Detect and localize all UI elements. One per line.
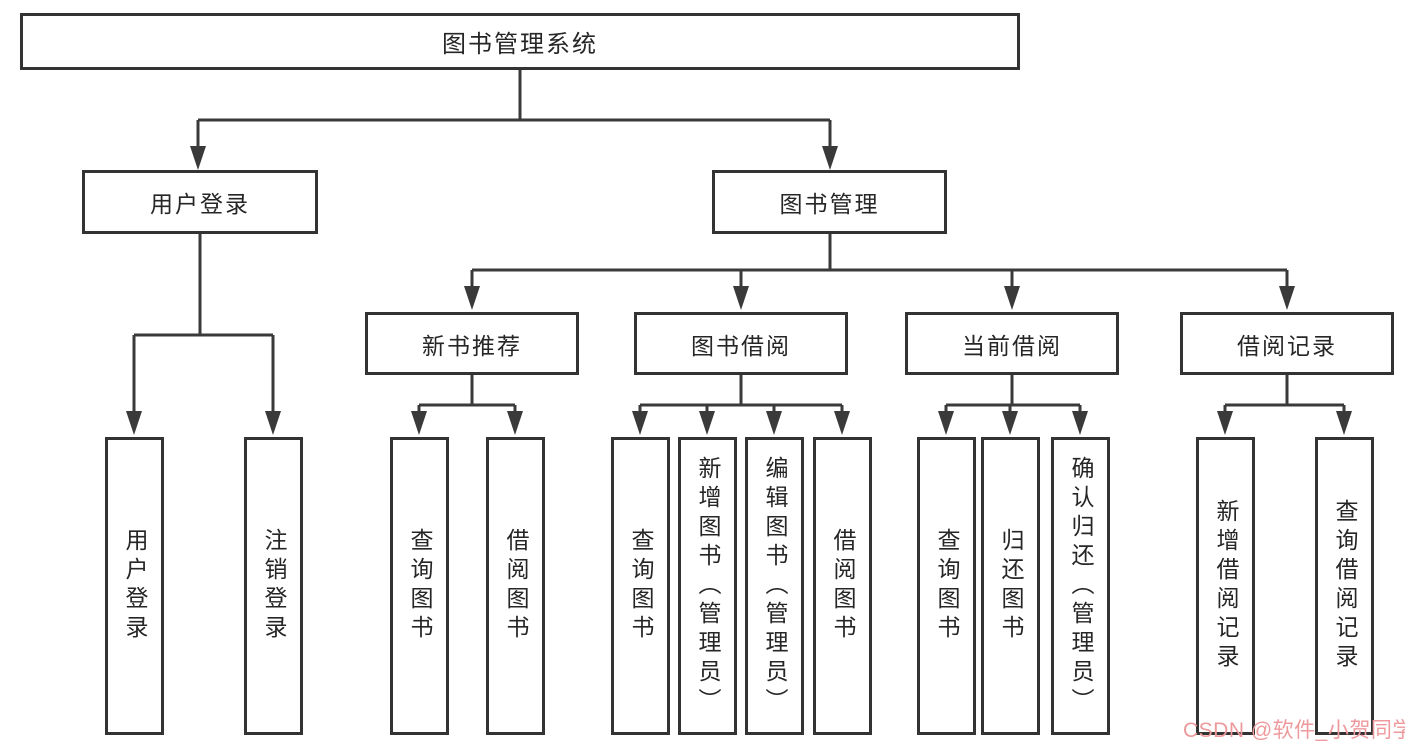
csdn-watermark: CSDN @软件_小贺同学 xyxy=(1183,719,1405,742)
connector-new-book-subtree xyxy=(411,375,523,435)
node-current-borrow-label: 当前借阅 xyxy=(962,332,1062,359)
node-book-management: 图书管理 xyxy=(712,170,947,234)
connector-user-login-subtree xyxy=(126,234,281,435)
leaf-logout: 注销登录 xyxy=(244,437,303,735)
leaf-user-login-label: 用户登录 xyxy=(122,528,148,644)
leaf-bb-query-books: 查询图书 xyxy=(611,437,670,735)
connector-book-management-to-level3 xyxy=(464,234,1295,310)
connector-current-borrow-subtree xyxy=(938,375,1088,435)
node-root-label: 图书管理系统 xyxy=(442,31,598,58)
leaf-bb-borrow-books: 借阅图书 xyxy=(813,437,872,735)
connector-root-to-level2 xyxy=(190,70,838,170)
leaf-bb-edit-book-admin: 编辑图书（管理员） xyxy=(745,437,804,735)
connector-book-borrow-subtree xyxy=(632,375,850,435)
leaf-br-add-record: 新增借阅记录 xyxy=(1196,437,1255,735)
leaf-cb-return-books: 归还图书 xyxy=(981,437,1040,735)
connector-borrow-records-subtree xyxy=(1217,375,1352,435)
leaf-nb-query-books-label: 查询图书 xyxy=(407,528,433,644)
leaf-nb-borrow-books-label: 借阅图书 xyxy=(503,528,529,644)
node-borrow-records: 借阅记录 xyxy=(1180,312,1394,375)
leaf-br-query-record-label: 查询借阅记录 xyxy=(1332,499,1358,673)
node-book-borrow-label: 图书借阅 xyxy=(691,332,791,359)
leaf-br-add-record-label: 新增借阅记录 xyxy=(1213,499,1239,673)
leaf-bb-edit-book-admin-label: 编辑图书（管理员） xyxy=(762,455,788,717)
leaf-cb-query-books: 查询图书 xyxy=(917,437,976,735)
node-new-book-recommend: 新书推荐 xyxy=(365,312,579,375)
node-user-login-label: 用户登录 xyxy=(150,191,250,217)
leaf-cb-confirm-return-admin-label: 确认归还（管理员） xyxy=(1068,455,1094,717)
node-book-management-label: 图书管理 xyxy=(779,191,880,217)
node-user-login: 用户登录 xyxy=(82,170,318,234)
node-current-borrow: 当前借阅 xyxy=(905,312,1119,375)
leaf-nb-borrow-books: 借阅图书 xyxy=(486,437,545,735)
leaf-cb-query-books-label: 查询图书 xyxy=(934,528,960,644)
leaf-logout-label: 注销登录 xyxy=(261,528,287,644)
leaf-cb-return-books-label: 归还图书 xyxy=(998,528,1024,644)
leaf-bb-query-books-label: 查询图书 xyxy=(628,528,654,644)
leaf-br-query-record: 查询借阅记录 xyxy=(1315,437,1374,735)
node-new-book-recommend-label: 新书推荐 xyxy=(422,332,522,359)
node-root-system: 图书管理系统 xyxy=(20,13,1020,70)
leaf-bb-add-book-admin-label: 新增图书（管理员） xyxy=(695,455,721,717)
leaf-cb-confirm-return-admin: 确认归还（管理员） xyxy=(1051,437,1110,735)
node-book-borrow: 图书借阅 xyxy=(634,312,848,375)
leaf-user-login: 用户登录 xyxy=(105,437,164,735)
leaf-bb-borrow-books-label: 借阅图书 xyxy=(830,528,856,644)
leaf-bb-add-book-admin: 新增图书（管理员） xyxy=(678,437,737,735)
leaf-nb-query-books: 查询图书 xyxy=(390,437,449,735)
node-borrow-records-label: 借阅记录 xyxy=(1237,332,1337,359)
